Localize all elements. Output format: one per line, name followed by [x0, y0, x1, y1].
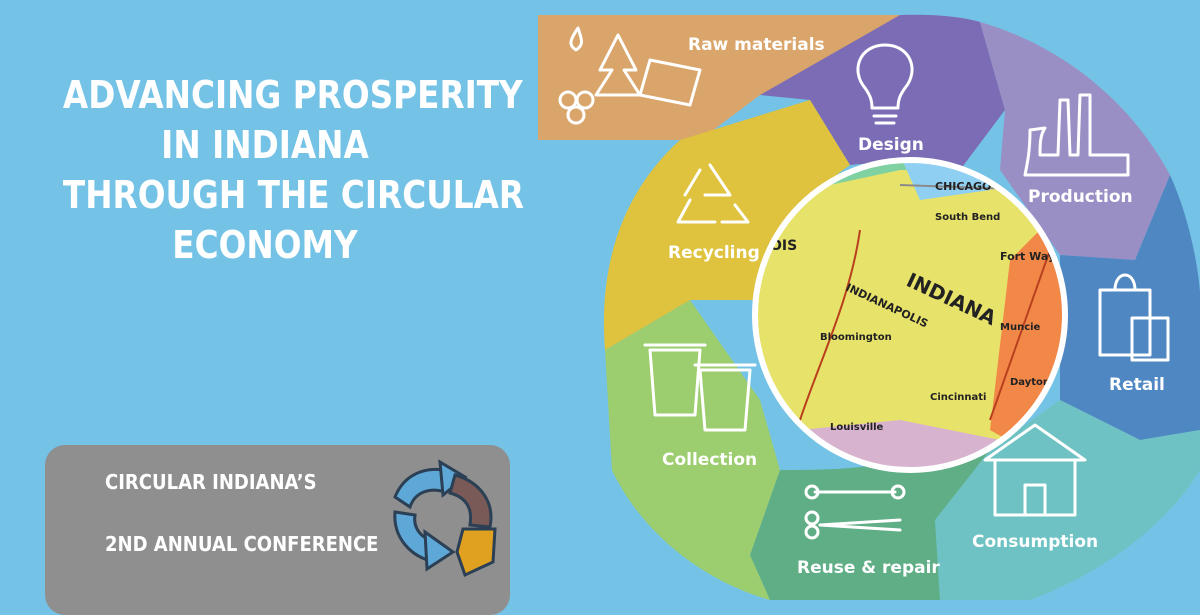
- label-reuse-repair: Reuse & repair: [797, 558, 940, 578]
- segment-recycling: [603, 100, 850, 350]
- logo-indiana-shape: [455, 527, 497, 578]
- shopping-bag-icon: [1098, 273, 1170, 362]
- label-production: Production: [1028, 187, 1133, 207]
- circular-economy-wheel: CHICAGO INDIANA INDIANAPOLIS Fort Wayne …: [538, 14, 1200, 600]
- map-label-south-bend: South Bend: [935, 212, 1000, 223]
- map-label-illinois: OIS: [770, 238, 797, 254]
- map-state-border-west: [799, 229, 861, 421]
- label-recycling: Recycling: [668, 243, 760, 263]
- map-indiana-area: [755, 170, 1065, 470]
- segment-collection: [605, 300, 780, 600]
- circular-indiana-logo: [393, 459, 497, 578]
- segment-retail: [1060, 175, 1200, 440]
- conference-line-1: CIRCULAR INDIANA’S: [105, 470, 317, 494]
- segment-production: [980, 22, 1170, 260]
- indiana-map: CHICAGO INDIANA INDIANAPOLIS Fort Wayne …: [755, 160, 1070, 470]
- title-line-3: THROUGH THE CIRCULAR: [62, 173, 525, 217]
- wrench-scissors-icon: [804, 484, 906, 540]
- title-line-2: IN INDIANA: [161, 123, 369, 167]
- page-title: ADVANCING PROSPERITY IN INDIANA THROUGH …: [62, 70, 525, 270]
- label-collection: Collection: [662, 450, 757, 470]
- map-label-fort-wayne: Fort Wayne: [1000, 250, 1070, 263]
- title-line-4: ECONOMY: [172, 223, 358, 267]
- recycle-icon: [676, 163, 750, 224]
- raw-materials-icon: [558, 26, 702, 125]
- label-raw-materials: Raw materials: [688, 35, 825, 55]
- logo-arrow-brown: [448, 473, 493, 529]
- conference-line-2: 2ND ANNUAL CONFERENCE: [105, 532, 379, 556]
- label-consumption: Consumption: [972, 532, 1098, 552]
- logo-arrowhead-blue-bottom: [423, 528, 456, 572]
- title-line-1: ADVANCING PROSPERITY: [62, 73, 523, 117]
- trash-can-icon: [643, 343, 757, 432]
- map-label-dayton: Dayton: [1010, 377, 1050, 388]
- map-label-bloomington: Bloomington: [820, 332, 892, 343]
- map-circle-border: [752, 157, 1068, 473]
- map-label-louisville: Louisville: [830, 422, 884, 433]
- house-icon: [983, 423, 1087, 517]
- map-label-cincinnati: Cincinnati: [930, 392, 986, 403]
- label-retail: Retail: [1109, 375, 1165, 395]
- label-design: Design: [858, 135, 924, 155]
- lightbulb-icon: [856, 43, 914, 125]
- map-label-muncie: Muncie: [1000, 322, 1041, 333]
- factory-icon: [1023, 93, 1130, 177]
- segment-raw-materials: [538, 15, 900, 140]
- segment-design: [760, 14, 1005, 171]
- map-state-border-east: [989, 249, 1051, 421]
- map-label-chicago: CHICAGO: [935, 180, 991, 193]
- conference-banner: CIRCULAR INDIANA’S 2ND ANNUAL CONFERENCE: [45, 445, 510, 615]
